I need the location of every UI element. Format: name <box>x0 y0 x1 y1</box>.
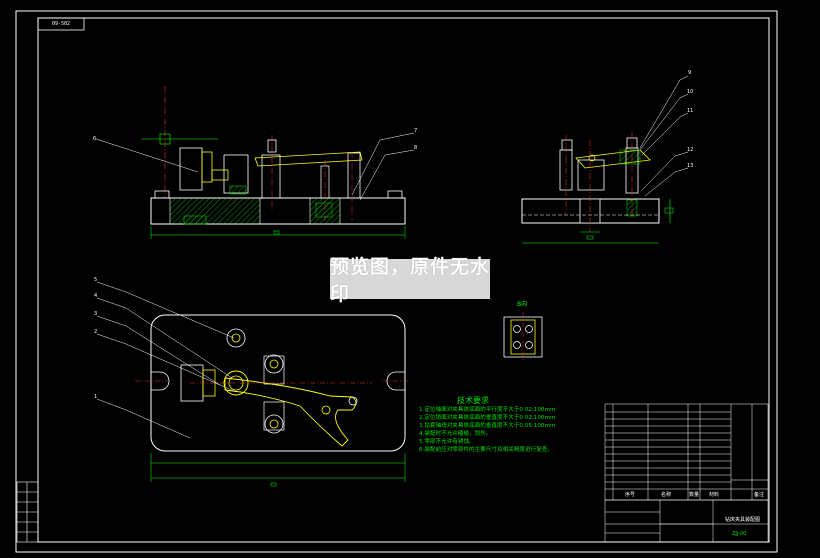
tech-requirements-title: 技术要求 <box>457 396 489 405</box>
b-view <box>503 312 543 360</box>
b-view-label: B向 <box>517 301 528 308</box>
leader-number: 3 <box>94 311 98 317</box>
leader-number: 7 <box>414 128 418 134</box>
tech-requirement-item: 2.定位销面对夹具体底面的垂直度不大于0.02:100mm <box>419 414 556 421</box>
tech-requirements-list: 1.定位轴面对夹具体底面的平行度不大于0.02:100mm 2.定位销面对夹具体… <box>419 407 555 454</box>
sheet-outer-border <box>15 10 778 553</box>
leader-number: 1 <box>94 394 98 400</box>
tech-requirement-item: 5.零部不允许有锈蚀。 <box>419 438 475 445</box>
corner-tag-box <box>37 17 85 31</box>
leader-number: 12 <box>687 147 694 153</box>
side-view <box>521 75 689 244</box>
leader-number: 6 <box>93 136 97 142</box>
header-name: 名称 <box>661 492 672 498</box>
drawing-name: 钻床夹具装配图 <box>725 517 761 523</box>
tech-requirement-item: 4.装配时不允许磕碰，划伤。 <box>419 430 492 437</box>
tech-requirement-item: 3.钻套轴线对夹具体底面的垂直度不大于0.05:100mm <box>419 422 556 429</box>
leader-number: 4 <box>94 293 98 299</box>
preview-watermark: 预览图，原件无水印 <box>330 256 491 305</box>
tech-requirement-item: 1.定位轴面对夹具体底面的平行度不大于0.02:100mm <box>419 407 556 413</box>
corner-tag: 09-502 <box>52 21 71 27</box>
tech-requirement-item: 6.装配前应对零部件的主要尺寸及相关精度进行复查。 <box>419 446 553 453</box>
margin-table <box>16 481 39 543</box>
leader-number: 8 <box>414 145 418 151</box>
leader-number: 5 <box>94 277 98 283</box>
parts-list <box>604 403 769 543</box>
drawing-number: ZJJ-00 <box>732 531 747 537</box>
sheet-inner-border <box>37 17 770 543</box>
leader-number: 2 <box>94 329 98 335</box>
header-material: 材料 <box>709 492 720 498</box>
leader-number: 11 <box>687 108 694 114</box>
front-view <box>95 86 415 239</box>
leader-number: 9 <box>688 70 692 76</box>
header-remarks: 备注 <box>754 492 765 498</box>
leader-number: 13 <box>687 163 694 169</box>
leader-number: 10 <box>687 89 694 95</box>
header-qty: 数量 <box>689 492 700 498</box>
top-view <box>96 281 412 487</box>
header-seq: 序号 <box>625 492 636 498</box>
